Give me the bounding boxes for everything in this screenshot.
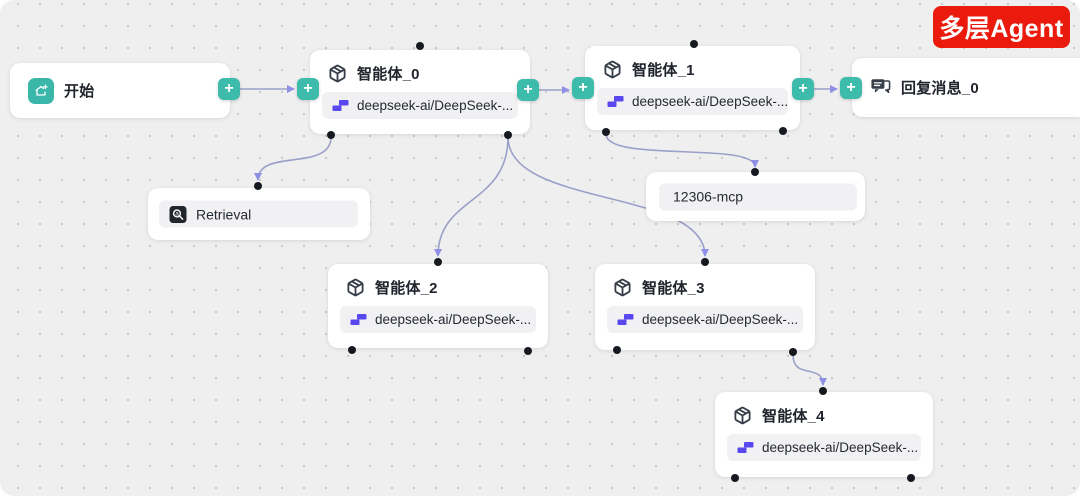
input-handle-mcp-top[interactable] [751,168,759,176]
output-handle-agent4-br[interactable] [907,474,915,482]
node-start[interactable]: 开始 [10,63,230,118]
output-handle-agent3-bl[interactable] [613,346,621,354]
package-cube-icon [347,278,364,297]
plus-icon: + [523,81,533,98]
model-name: deepseek-ai/DeepSeek-... [642,312,799,327]
badge-label: 多层Agent [939,15,1064,43]
plus-icon: + [846,79,856,96]
deepseek-model-icon [737,442,754,453]
node-agent-3[interactable]: 智能体_3 deepseek-ai/DeepSeek-... [595,264,815,350]
add-node-button-agent1-in[interactable]: + [572,77,594,99]
add-node-button-agent0-in[interactable]: + [297,78,319,100]
tool-12306-mcp[interactable]: 12306-mcp [659,183,857,210]
edge-agent0-agent3[interactable] [507,136,709,257]
plus-icon: + [578,79,588,96]
node-title: 智能体_3 [642,280,705,297]
svg-text:a: a [175,211,179,217]
output-handle-agent3-br[interactable] [789,348,797,356]
home-plus-icon [28,77,54,104]
deepseek-model-icon [617,314,634,325]
node-agent-2[interactable]: 智能体_2 deepseek-ai/DeepSeek-... [328,264,548,348]
output-handle-agent1-br[interactable] [779,127,787,135]
tool-label: Retrieval [196,206,252,222]
tool-retrieval[interactable]: a Retrieval [159,200,358,228]
node-retrieval[interactable]: a Retrieval [148,188,370,240]
input-handle-agent3-top[interactable] [701,258,709,266]
deepseek-model-icon [332,100,349,111]
model-selector[interactable]: deepseek-ai/DeepSeek-... [322,92,518,119]
model-selector[interactable]: deepseek-ai/DeepSeek-... [597,88,788,115]
deepseek-model-icon [350,314,367,325]
model-name: deepseek-ai/DeepSeek-... [357,98,514,113]
model-name: deepseek-ai/DeepSeek-... [762,440,919,455]
node-title: 智能体_4 [762,408,825,425]
output-handle-agent2-bl[interactable] [348,346,356,354]
node-agent-0[interactable]: 智能体_0 deepseek-ai/DeepSeek-... [310,50,530,134]
deepseek-model-icon [607,96,624,107]
tool-label: 12306-mcp [673,188,744,205]
add-node-button-agent1-out[interactable]: + [792,78,814,100]
annotation-badge: 多层Agent [933,6,1070,48]
edge-agent1-mcp[interactable] [605,133,759,168]
edge-agent0-retrieval[interactable] [254,136,332,181]
edge-agent0-agent2[interactable] [434,136,509,257]
chat-bubbles-icon [871,79,891,94]
node-title: 智能体_0 [357,66,420,83]
package-cube-icon [329,64,346,83]
add-node-button-reply0-in[interactable]: + [840,77,862,99]
node-title: 智能体_1 [632,62,695,79]
plus-icon: + [798,80,808,97]
node-title: 回复消息_0 [901,80,979,97]
plus-icon: + [224,80,234,97]
input-handle-retrieval-top[interactable] [254,182,262,190]
input-handle-agent1-top[interactable] [690,40,698,48]
output-handle-agent0-bl[interactable] [327,131,335,139]
edge-agent3-agent4[interactable] [792,354,827,386]
package-cube-icon [614,278,631,297]
folder-search-icon: a [169,205,187,223]
model-selector[interactable]: deepseek-ai/DeepSeek-... [607,306,803,333]
input-handle-agent0-top[interactable] [416,42,424,50]
model-name: deepseek-ai/DeepSeek-... [375,312,532,327]
node-12306-mcp[interactable]: 12306-mcp [646,172,865,221]
model-name: deepseek-ai/DeepSeek-... [632,94,788,109]
package-cube-icon [734,406,751,425]
output-handle-agent0-br[interactable] [504,131,512,139]
plus-icon: + [303,80,313,97]
node-title: 开始 [64,83,95,100]
output-handle-agent2-br[interactable] [524,347,532,355]
add-node-button-agent0-out[interactable]: + [517,79,539,101]
node-agent-4[interactable]: 智能体_4 deepseek-ai/DeepSeek-... [715,392,933,477]
model-selector[interactable]: deepseek-ai/DeepSeek-... [727,434,921,461]
package-cube-icon [604,60,621,79]
node-reply-0[interactable]: 回复消息_0 [852,58,1080,117]
input-handle-agent2-top[interactable] [434,258,442,266]
add-node-button-start-out[interactable]: + [218,78,240,100]
node-title: 智能体_2 [375,280,438,297]
input-handle-agent4-top[interactable] [819,387,827,395]
output-handle-agent1-bl[interactable] [602,128,610,136]
node-agent-1[interactable]: 智能体_1 deepseek-ai/DeepSeek-... [585,46,800,130]
model-selector[interactable]: deepseek-ai/DeepSeek-... [340,306,536,333]
output-handle-agent4-bl[interactable] [731,474,739,482]
